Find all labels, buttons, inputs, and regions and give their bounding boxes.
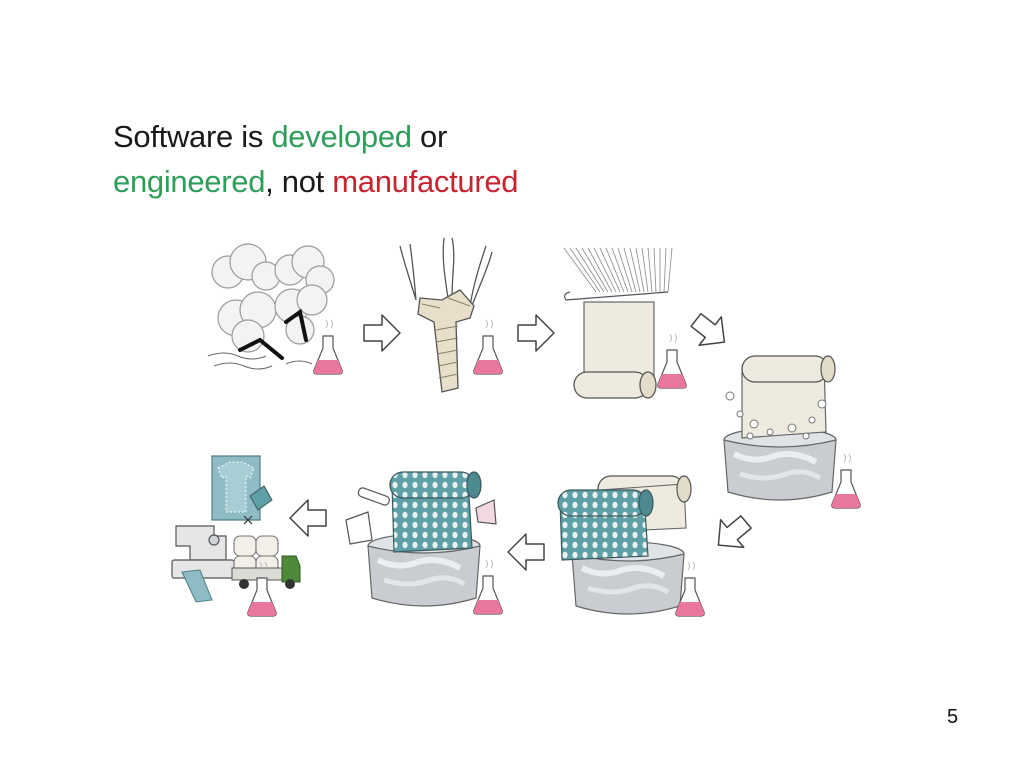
yarn-rope <box>417 289 475 393</box>
flask-icon <box>313 319 343 375</box>
fiber-strands <box>399 237 493 307</box>
title-part-engineered: engineered <box>113 164 266 199</box>
step-printing-vat <box>345 471 503 615</box>
bubbles <box>725 391 827 440</box>
step-weaving-loom <box>563 247 687 399</box>
page-number: 5 <box>947 706 959 728</box>
arrow-left-icon <box>507 533 545 571</box>
sewing-machine <box>171 525 235 579</box>
arrow-right-icon <box>517 314 555 352</box>
warp-threads <box>563 247 673 293</box>
dye-funnels <box>345 487 497 545</box>
flask-icon <box>831 453 861 509</box>
yarn-twist-lines <box>421 297 471 379</box>
title-part-manufactured: manufactured <box>332 164 519 199</box>
fabric-sheet <box>181 569 213 603</box>
title-part-or: or <box>411 119 448 154</box>
cotton-stems <box>238 308 308 360</box>
flask-icon <box>473 319 503 375</box>
arrow-left-icon <box>289 499 327 537</box>
step-bleaching-vat <box>724 355 861 509</box>
shirt-pattern <box>211 455 273 525</box>
woven-cloth <box>583 301 655 379</box>
title-part-developed: developed <box>271 119 412 154</box>
step-cotton-bolls <box>207 243 343 375</box>
flask-icon <box>657 333 687 389</box>
arrow-down-right-icon <box>684 305 737 358</box>
arrow-right-icon <box>363 314 401 352</box>
step-sewing-and-shipping <box>171 455 301 617</box>
arrow-down-left-icon <box>706 507 759 560</box>
delivery-truck <box>231 555 301 589</box>
title-part-software-is: Software is <box>113 119 272 154</box>
title-part-not: , not <box>265 164 333 199</box>
wind-lines <box>207 352 313 370</box>
cloth-roll <box>741 355 829 383</box>
cloth-roll <box>573 371 657 399</box>
cotton-clouds <box>211 243 335 353</box>
step-twisted-yarn <box>399 237 503 393</box>
step-dyeing-vat <box>557 475 705 616</box>
